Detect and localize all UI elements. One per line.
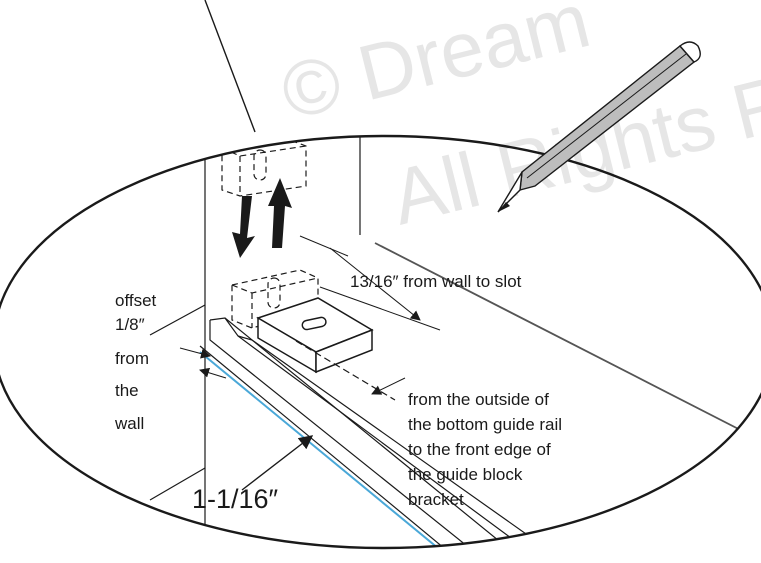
dim-offset-arrow2 — [199, 367, 227, 379]
label-outside-2: the bottom guide rail — [408, 415, 562, 434]
label-outside-3: to the front edge of — [408, 440, 551, 459]
detail-ellipse — [0, 134, 761, 550]
bracket-upper-dashed — [221, 139, 307, 197]
dim-offset-arrow — [179, 347, 211, 359]
wall-side-line — [149, 304, 206, 336]
block-extension-line — [295, 340, 396, 401]
guide-block — [256, 297, 374, 374]
label-offset-3: from — [115, 349, 149, 368]
side-wall-edge — [374, 242, 761, 441]
label-offset-2: 1/8″ — [115, 315, 145, 334]
dim-13-16-ext — [299, 235, 349, 257]
floor-line — [149, 467, 206, 501]
label-slot-distance: 13/16″ from wall to slot — [350, 272, 522, 291]
dim-13-16-ext2 — [319, 286, 441, 331]
dim-outside-arrow — [371, 377, 406, 395]
labels: offset 1/8″ from the wall 13/16″ from wa… — [114, 272, 562, 514]
guide-rail-base — [199, 345, 457, 548]
guide-rail-top — [209, 317, 521, 548]
guide-rail-lip — [237, 335, 561, 548]
label-outside-4: the guide block — [408, 465, 523, 484]
label-outside-1: from the outside of — [408, 390, 549, 409]
detail-view — [149, 136, 761, 548]
pencil-icon — [497, 41, 701, 213]
movement-arrows — [232, 178, 292, 258]
watermark: © Dream All Rights Re — [273, 0, 761, 241]
label-rail-measure: 1-1/16″ — [192, 484, 279, 514]
top-leader-line — [204, 0, 256, 133]
label-offset-5: wall — [114, 414, 144, 433]
label-offset-1: offset — [115, 291, 157, 310]
arrow-up-icon — [268, 178, 292, 248]
dim-13-16-arrow — [329, 247, 421, 321]
dim-rail-arrow — [241, 435, 314, 491]
guide-rail-highlight — [199, 351, 451, 548]
arrow-down-icon — [232, 196, 255, 258]
guide-rail-front — [209, 320, 483, 548]
label-offset-4: the — [115, 381, 139, 400]
label-outside-5: bracket — [408, 490, 464, 509]
